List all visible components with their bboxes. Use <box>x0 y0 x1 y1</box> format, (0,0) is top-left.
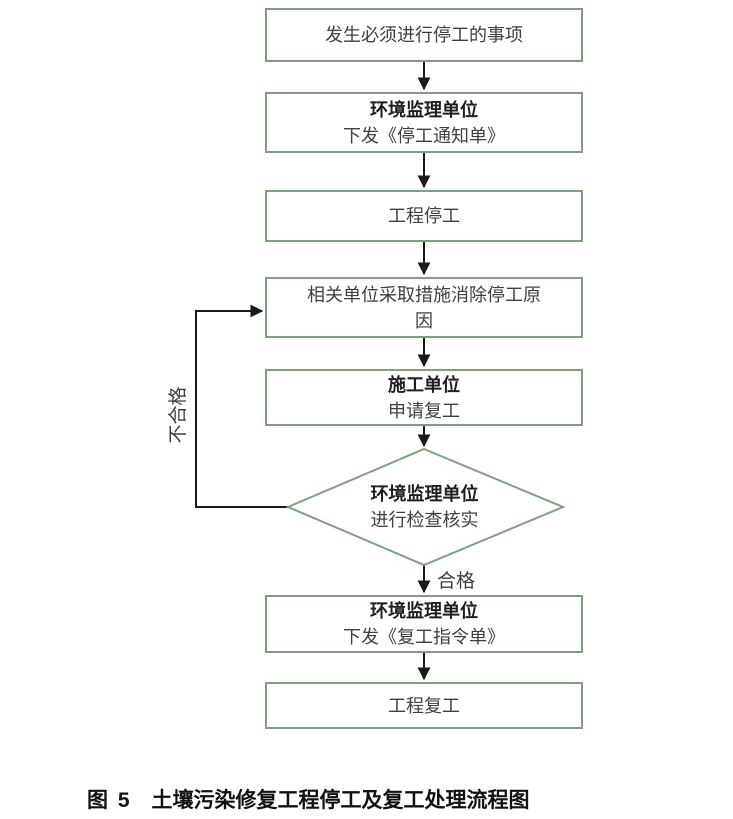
node-start-text: 发生必须进行停工的事项 <box>325 25 523 45</box>
figure-caption-title: 土壤污染修复工程停工及复工处理流程图 <box>151 789 530 812</box>
node-project-resumed-text: 工程复工 <box>388 695 460 716</box>
edge-label-fail: 不合格 <box>168 386 189 444</box>
node-apply-resume-title: 施工单位 <box>388 374 460 395</box>
node-issue-stop-notice: 环境监理单位 下发《停工通知单》 <box>265 92 583 153</box>
node-eliminate-causes-text: 相关单位采取措施消除停工原因 <box>307 284 541 331</box>
node-inspection-title: 环境监理单位 <box>370 484 479 504</box>
node-issue-resume-order: 环境监理单位 下发《复工指令单》 <box>265 595 583 653</box>
node-project-resumed: 工程复工 <box>265 682 583 729</box>
node-apply-resume-subtitle: 申请复工 <box>388 400 460 421</box>
node-inspection-subtitle: 进行检查核实 <box>370 510 479 530</box>
node-inspection: 环境监理单位 进行检查核实 <box>294 481 555 533</box>
node-eliminate-causes: 相关单位采取措施消除停工原因 <box>265 277 583 338</box>
figure-caption-number: 图 5 <box>87 789 132 812</box>
edge-label-pass: 合格 <box>437 571 476 592</box>
node-project-stopped: 工程停工 <box>265 190 583 242</box>
node-issue-stop-notice-subtitle: 下发《停工通知单》 <box>343 125 505 146</box>
node-issue-stop-notice-title: 环境监理单位 <box>370 99 478 120</box>
node-issue-resume-order-subtitle: 下发《复工指令单》 <box>343 627 505 647</box>
node-project-stopped-text: 工程停工 <box>388 206 460 226</box>
node-issue-resume-order-title: 环境监理单位 <box>370 601 478 621</box>
figure-caption: 图 5 土壤污染修复工程停工及复工处理流程图 <box>87 784 530 814</box>
node-start: 发生必须进行停工的事项 <box>265 8 583 62</box>
node-apply-resume: 施工单位 申请复工 <box>265 369 583 426</box>
